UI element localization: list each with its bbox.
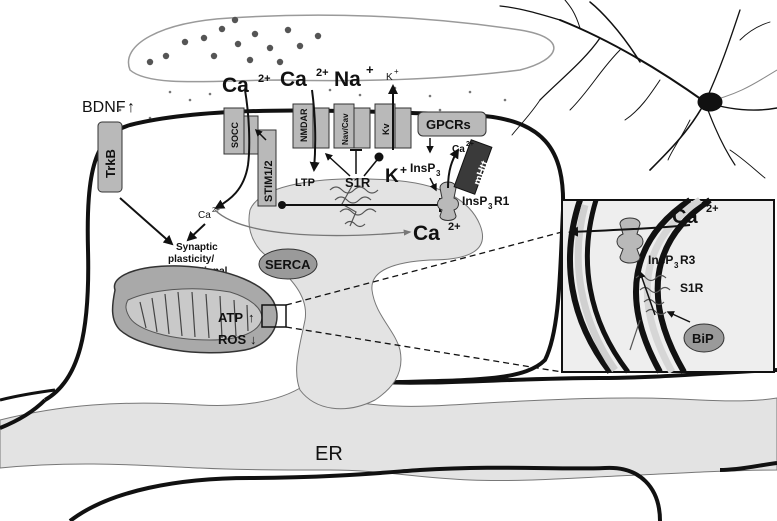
socc-channel: SOCC	[223, 107, 259, 155]
zoom-line-top	[285, 231, 563, 306]
trkb-plasticity-arrow	[119, 197, 174, 246]
serca-label: SERCA	[265, 257, 311, 272]
ca-sup-top-left: 2+	[258, 73, 271, 85]
synaptic-plasticity-line1: Synaptic	[176, 242, 218, 253]
inset-insp3r3-suffix: R3	[680, 253, 696, 267]
neuron-illustration	[499, 0, 777, 179]
ros-label: ROS	[218, 332, 247, 347]
trkb-label: TrkB	[103, 149, 118, 178]
k-label-big: K	[385, 166, 399, 187]
bdnf-label: BDNF	[82, 99, 126, 116]
er-network-lower	[0, 384, 777, 482]
dendrite-membrane-bottom	[68, 465, 662, 521]
dendrite-membrane-left	[0, 398, 47, 430]
ca-sup-top-mid: 2+	[316, 67, 329, 79]
nmdar-label: NMDAR	[299, 108, 309, 142]
stim-label: STIM1/2	[263, 160, 275, 202]
inset-ca-label: Ca	[672, 206, 698, 228]
ca-sup-small-receptor: 2+	[466, 141, 474, 148]
s1r-protein-structure	[329, 185, 379, 228]
trkb-receptor: TrkB	[97, 121, 123, 193]
insp3r1-label: InsP	[462, 194, 487, 208]
dendrite-membrane-right	[719, 461, 777, 472]
stim-inhibition-node	[278, 201, 286, 209]
socc-ca-entry-arrow	[214, 89, 251, 209]
er-ca-release-arrow	[447, 148, 460, 189]
k-sup-big: +	[400, 163, 407, 177]
ca-label-top-left: Ca	[222, 74, 249, 97]
socc-label: SOCC	[230, 121, 240, 148]
inset-insp3r3-label: InsP	[648, 253, 673, 267]
ca-label-top-mid: Ca	[280, 68, 307, 91]
ca-label-cytosol: Ca	[198, 210, 211, 221]
mitochondrion	[111, 265, 278, 354]
atp-up-arrow: ↑	[248, 310, 255, 325]
kv-label: Kv	[381, 123, 391, 135]
ca-label-er: Ca	[413, 222, 440, 245]
insp3-label: InsP	[410, 161, 435, 175]
s1r-kv-node	[374, 152, 384, 162]
k-sup-small: +	[394, 67, 399, 76]
er-label: ER	[315, 443, 343, 465]
gpcrs: GPCRs	[417, 111, 487, 137]
serca-pump: SERCA	[258, 248, 318, 280]
ros-down-arrow: ↓	[250, 332, 257, 347]
ca-label-small-receptor: Ca	[452, 144, 465, 155]
dendrite-membrane-far-left	[0, 388, 56, 402]
gpcrs-label: GPCRs	[426, 117, 471, 132]
inset-s1r-label: S1R	[680, 281, 704, 295]
insp3r1-sub: 3	[488, 202, 493, 211]
synaptic-plasticity-line2: plasticity/	[168, 254, 214, 265]
mam-inset-panel: Ca 2+ InsP 3 R3 S1R BiP	[561, 197, 775, 374]
inset-ca-arrow	[568, 224, 691, 237]
s1r-kv-line	[363, 159, 378, 177]
insp3-sub: 3	[436, 169, 441, 178]
ca-plasticity-arrow	[186, 223, 206, 242]
inset-s1r-arrow	[638, 270, 656, 316]
vesicles	[146, 16, 322, 66]
insp3r1-receptor	[437, 181, 459, 221]
nmdar-ltp-arrow	[309, 89, 320, 172]
ca-flow-arrow	[214, 209, 412, 237]
insp3r1-suffix: R1	[494, 194, 510, 208]
presynaptic-terminal	[118, 14, 555, 120]
na-sup: +	[366, 62, 374, 77]
bip-label: BiP	[692, 331, 714, 346]
inset-bip-arrow	[666, 311, 691, 323]
insp3-receptor-arrow	[429, 177, 437, 192]
inset-insp3r3-receptor	[616, 217, 644, 264]
navcav-label: Nav/Cav	[341, 113, 350, 145]
stim-protein: STIM1/2	[257, 129, 277, 207]
ion-channels: NMDAR Nav/Cav Kv	[292, 103, 412, 149]
zoom-line-bottom	[285, 326, 563, 373]
released-dots	[118, 86, 507, 120]
k-label-small: K	[386, 72, 393, 83]
mam-contact-box	[261, 304, 287, 328]
inset-ca-sup: 2+	[706, 203, 719, 215]
na-label: Na	[334, 68, 361, 91]
ca-sup-cytosol: 2+	[212, 207, 220, 214]
stim-socc-arrow	[254, 128, 267, 141]
ca-sup-er: 2+	[448, 221, 461, 233]
atp-label: ATP	[218, 310, 243, 325]
inset-insp3r3-sub: 3	[674, 261, 679, 270]
ltp-label: LTP	[295, 177, 315, 189]
bip-protein	[683, 323, 725, 353]
bdnf-up-arrow: ↑	[127, 99, 135, 116]
s1r-nmdar-arrow	[324, 152, 351, 177]
